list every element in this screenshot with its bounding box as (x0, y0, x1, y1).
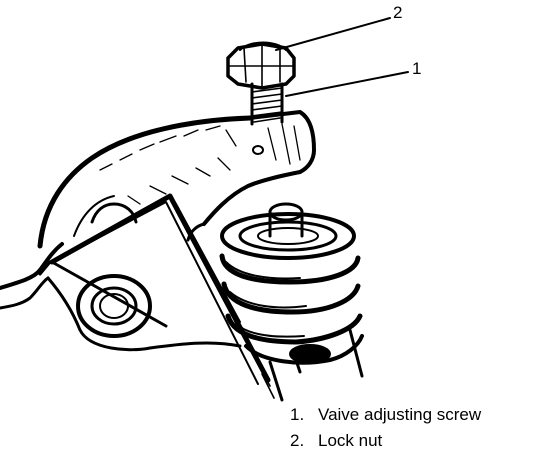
cylinder-head-hatch (241, 329, 275, 399)
legend-label: Lock nut (318, 431, 383, 450)
legend-number: 2. (290, 431, 305, 450)
callout-2: 2 (393, 3, 403, 22)
rocker-arm (37, 110, 316, 249)
leader-line-1 (285, 71, 409, 97)
callout-1: 1 (412, 59, 422, 78)
valve-spring (219, 212, 364, 402)
valve-stem-tip (268, 202, 304, 238)
lock-nut (226, 41, 296, 90)
legend-item: 1. Vaive adjusting screw (290, 402, 481, 428)
legend-item: 2. Lock nut (290, 428, 481, 454)
rocker-shaft-boss (76, 274, 152, 338)
leader-line-2 (275, 17, 391, 51)
legend-label: Vaive adjusting screw (318, 405, 482, 424)
valve-adjusting-screw (250, 82, 284, 126)
legend: 1. Vaive adjusting screw 2. Lock nut (290, 402, 481, 454)
legend-number: 1. (290, 405, 305, 424)
head-casting (0, 242, 242, 352)
